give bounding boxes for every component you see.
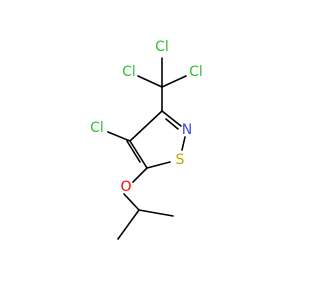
atom-cl-right: Cl — [189, 64, 203, 80]
bond-ch-me-right — [138, 209, 174, 217]
bond-c5-o — [132, 167, 148, 183]
bond-c4-cl — [107, 131, 131, 142]
bond-c3-n — [161, 110, 182, 127]
bond-ccl3-cl-right — [161, 75, 187, 88]
bond-c5-c4 — [129, 140, 148, 169]
atom-oxygen: O — [120, 179, 131, 195]
bond-c5-c4-double — [126, 140, 141, 163]
bond-s-c5 — [146, 161, 171, 169]
atom-sulfur: S — [176, 152, 185, 168]
atom-cl-ring: Cl — [90, 120, 104, 136]
structure-canvas: Cl Cl Cl Cl N S O — [90, 39, 203, 240]
bond-c4-c3 — [129, 110, 163, 142]
bond-n-s — [181, 136, 186, 151]
atom-labels: Cl Cl Cl Cl N S O — [90, 39, 203, 195]
bonds — [107, 57, 187, 240]
bond-ccl3-cl-left — [137, 75, 163, 88]
atom-cl-left: Cl — [122, 64, 136, 80]
bond-c3-n-double — [165, 118, 179, 130]
bond-ch-me-left — [117, 209, 140, 240]
isothiazole-structure: Cl Cl Cl Cl N S O — [90, 39, 203, 240]
atom-cl-top: Cl — [155, 39, 169, 55]
atom-nitrogen: N — [182, 122, 192, 138]
bond-o-ch — [123, 193, 140, 211]
